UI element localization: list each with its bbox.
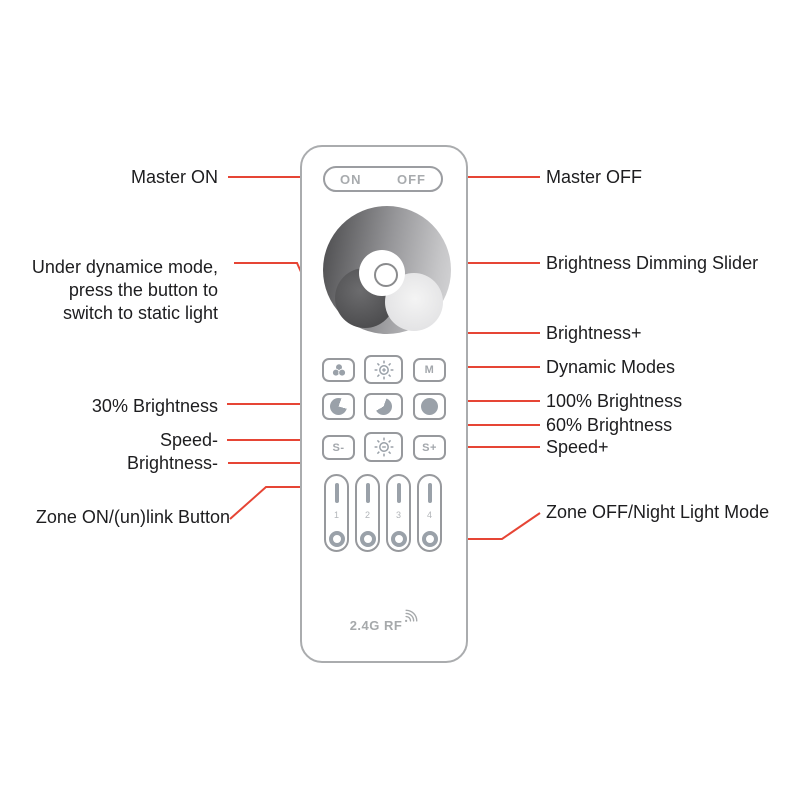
zone-number: 4 [426, 510, 432, 520]
brightness-100-button[interactable] [413, 393, 446, 420]
master-on-button[interactable]: ON [340, 171, 362, 187]
label-master-on: Master ON [130, 167, 218, 187]
zone-button-2[interactable]: 2 [355, 474, 380, 552]
zone-number: 3 [395, 510, 401, 520]
zone-button-1[interactable]: 1 [324, 474, 349, 552]
label-speed-minus: Speed- [159, 430, 218, 450]
dial-center-ring-icon [374, 263, 398, 287]
sun-minus-icon [374, 437, 393, 457]
brightness-30-button[interactable] [322, 393, 355, 420]
label-master-off: Master OFF [546, 167, 643, 187]
zone-off-ring-icon[interactable] [390, 531, 407, 547]
pie-30-icon [330, 398, 347, 415]
zone-number: 1 [333, 510, 339, 520]
label-brightness-plus: Brightness+ [546, 323, 642, 343]
color-mode-button[interactable] [322, 358, 355, 382]
pie-60-icon [375, 398, 392, 415]
speed-minus-button[interactable]: S- [322, 435, 355, 460]
note-line-1: Under dynamice mode, [31, 257, 218, 277]
master-off-button[interactable]: OFF [397, 171, 426, 187]
label-zone-on: Zone ON/(un)link Button [35, 507, 230, 527]
zone-on-link-icon[interactable] [334, 483, 339, 503]
zone-button-4[interactable]: 4 [417, 474, 442, 552]
zone-number: 2 [364, 510, 370, 520]
dynamic-modes-button[interactable]: M [413, 358, 446, 382]
rf-label: 2.4G RF [349, 618, 403, 633]
zone-off-ring-icon[interactable] [359, 531, 376, 547]
zone-off-ring-icon[interactable] [421, 531, 438, 547]
note-line-3: switch to static light [62, 303, 218, 323]
brightness-dimming-slider[interactable] [323, 206, 451, 334]
label-brightness-minus: Brightness- [126, 453, 218, 473]
circle-filled-icon [421, 398, 438, 415]
rf-label-row: 2.4G RF [302, 609, 466, 633]
brightness-minus-button[interactable] [364, 432, 403, 462]
label-dynamic-mode-note: Under dynamice mode, press the button to… [32, 256, 218, 325]
sun-plus-icon [374, 360, 393, 379]
brightness-60-button[interactable] [364, 393, 403, 420]
label-30-brightness: 30% Brightness [91, 396, 218, 416]
zone-on-link-icon[interactable] [396, 483, 401, 503]
label-100-brightness: 100% Brightness [546, 391, 683, 411]
note-line-2: press the button to [68, 280, 218, 300]
brightness-plus-button[interactable] [364, 355, 403, 384]
zone-button-3[interactable]: 3 [386, 474, 411, 552]
label-dynamic-modes: Dynamic Modes [546, 357, 676, 377]
label-dimming-slider: Brightness Dimming Slider [546, 253, 759, 273]
label-60-brightness: 60% Brightness [546, 415, 673, 435]
zone-on-link-icon[interactable] [365, 483, 370, 503]
zone-off-ring-icon[interactable] [328, 531, 345, 547]
line-zone-off [459, 512, 541, 540]
speed-plus-button[interactable]: S+ [413, 435, 446, 460]
three-circles-icon [331, 363, 346, 377]
label-speed-plus: Speed+ [546, 437, 609, 457]
power-pill[interactable]: ON OFF [323, 166, 443, 192]
wifi-icon [405, 609, 418, 622]
label-zone-off: Zone OFF/Night Light Mode [546, 502, 770, 522]
zone-on-link-icon[interactable] [427, 483, 432, 503]
remote-body: ON OFF [300, 145, 468, 663]
